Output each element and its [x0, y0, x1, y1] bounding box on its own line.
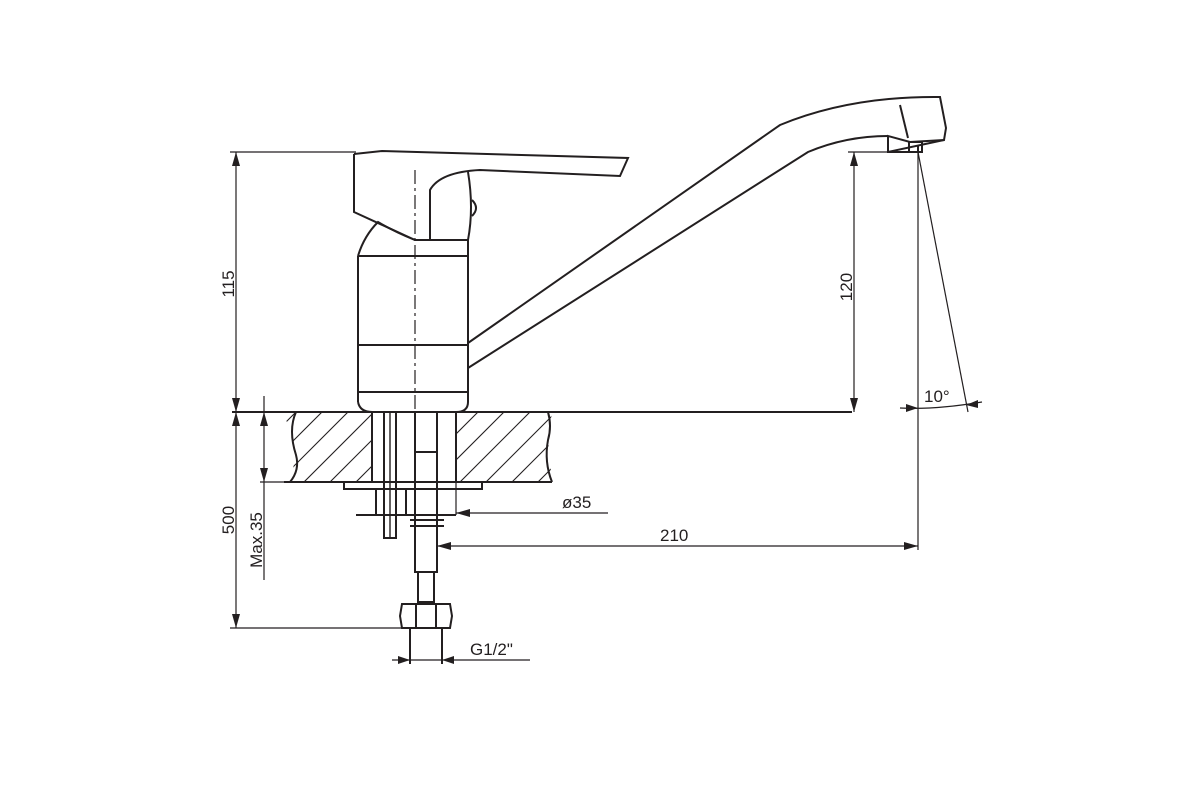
dimension-diameter: ø35 [455, 482, 608, 517]
dim-dia-label: ø35 [562, 493, 591, 512]
neck-curve [357, 220, 416, 257]
hatch-line [303, 412, 375, 482]
spout-lower-edge [467, 135, 889, 369]
hatch-line [616, 412, 686, 482]
dimension-115: 115 [219, 151, 356, 412]
angle-arrow-left [906, 404, 918, 412]
handle-screw [471, 199, 477, 217]
aerator [908, 141, 923, 153]
spout [467, 95, 948, 369]
hatch-line [590, 412, 660, 482]
cylinder-base [357, 401, 469, 413]
dim-120-arrow-bottom [850, 398, 858, 412]
dim-500-arrow-top [232, 412, 240, 426]
dim-120-arrow-top [850, 152, 858, 166]
handle-front-curve [467, 171, 472, 241]
fixing-nut [375, 488, 407, 516]
spout-tip-line [899, 104, 909, 139]
dim-thread-arrow-right [442, 656, 454, 664]
hatch-line [537, 412, 552, 482]
handle-body [353, 154, 468, 241]
mounting-washer [343, 481, 483, 490]
dimension-max-35: Max.35 [247, 396, 290, 580]
mounting-hardware [343, 411, 483, 664]
dim-115-arrow-top [232, 152, 240, 166]
angle-arrow-right [966, 400, 978, 408]
lever-handle [353, 149, 630, 240]
dim-thread-label: G1/2" [470, 640, 513, 659]
hex-nut [398, 603, 454, 629]
faucet-body [353, 149, 630, 413]
dim-120-label: 120 [837, 273, 856, 301]
spout-upper-edge [467, 95, 948, 344]
dimension-120: 120 [837, 151, 888, 412]
countertop-right-break [545, 411, 553, 483]
hatch-line [564, 412, 634, 482]
hatch-line [485, 412, 552, 482]
dim-210-arrow-right [904, 542, 918, 550]
countertop-left-break [289, 411, 299, 483]
dim-115-label: 115 [219, 270, 238, 297]
dim-500-arrow-bottom [232, 614, 240, 628]
dim-dia-arrow [456, 509, 470, 517]
dimension-angle: 10° [899, 151, 983, 550]
countertop-section [284, 411, 686, 483]
dim-210-label: 210 [660, 526, 688, 545]
dim-max35-arrow-top [260, 412, 268, 426]
aerator-bottom [887, 139, 945, 153]
dim-500-label: 500 [219, 506, 238, 534]
dim-max35-label: Max.35 [247, 512, 266, 568]
water-flow-angled [917, 151, 969, 413]
angle-label: 10° [924, 387, 950, 406]
dim-thread-arrow-left [398, 656, 410, 664]
dimension-210: 210 [437, 526, 918, 550]
dim-115-arrow-bottom [232, 398, 240, 412]
dimension-thread: G1/2" [392, 640, 530, 664]
hatch-line [459, 412, 531, 482]
dimension-500: 500 [219, 412, 402, 629]
hose-ferrule [417, 571, 435, 603]
dim-max35-arrow-bottom [260, 468, 268, 482]
hatch-line [284, 412, 349, 482]
dim-210-arrow-left [437, 542, 451, 550]
